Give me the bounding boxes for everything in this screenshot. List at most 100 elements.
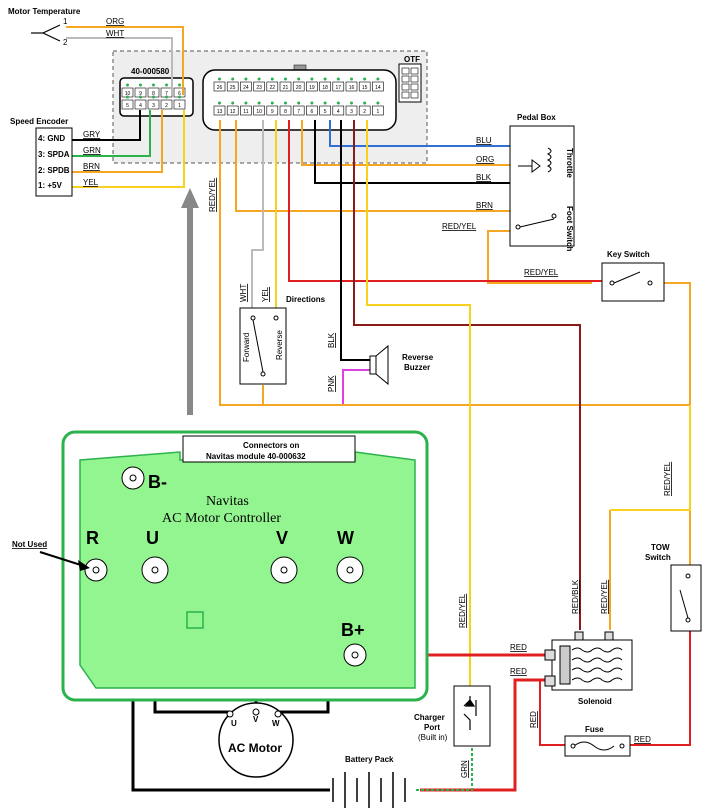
not-used-arrow-icon — [39, 551, 90, 571]
large-top-pin-dot — [270, 77, 274, 81]
large-top-pin — [266, 81, 279, 92]
wire-pedal-blu — [329, 120, 510, 147]
key-switch-icon — [609, 271, 653, 286]
foot-switch-label: Foot Switch — [565, 206, 574, 251]
large-top-pin-dot — [363, 77, 367, 81]
wire-redyel-left — [219, 120, 690, 406]
large-top-pin-dot — [218, 77, 221, 81]
small-bottom-pin — [160, 99, 173, 110]
large-bottom-pin — [358, 105, 371, 116]
fuse-end-left — [570, 743, 576, 749]
large-bottom-pin-label: 12 — [230, 109, 236, 115]
terminal-r-label: R — [86, 528, 99, 548]
large-top-pin-dot — [231, 77, 235, 81]
fuse-label: Fuse — [585, 725, 604, 734]
large-bottom-pin-label: 4 — [337, 109, 340, 115]
thermistor-icon — [31, 24, 61, 42]
small-top-pin-label: 7 — [165, 91, 168, 97]
large-bottom-pin — [292, 105, 305, 116]
wire-temp-org — [66, 26, 184, 95]
large-bottom-pin-dot — [218, 101, 221, 105]
small-bottom-pin — [173, 99, 186, 110]
direction-switch-icon — [250, 315, 279, 377]
large-bottom-pin — [332, 105, 345, 116]
wire-pedal-blk — [314, 120, 510, 184]
fuse-icon — [564, 735, 631, 757]
pedal-wire-org: ORG — [476, 155, 494, 164]
enc-pin-1: 1: +5V — [38, 181, 62, 190]
enc-wire-brn: BRN — [83, 162, 100, 171]
forward-label: Forward — [242, 333, 251, 362]
large-top-pin-label: 24 — [243, 85, 249, 91]
wire-redblk — [353, 120, 581, 630]
large-top-pin-label: 26 — [217, 85, 223, 91]
terminal-bplus — [343, 643, 367, 667]
large-top-pin-dot — [310, 77, 314, 81]
tow-switch-icon — [679, 573, 691, 623]
large-top-pin-label: 20 — [296, 85, 302, 91]
large-bottom-pin-label: 3 — [350, 109, 353, 115]
reverse-buzzer-label-2: Buzzer — [404, 363, 430, 372]
red-fuse-h-label: RED — [634, 735, 651, 744]
large-top-pin-label: 16 — [349, 85, 355, 91]
connectors-on-box — [182, 435, 356, 463]
large-bottom-pin-dot — [323, 101, 327, 105]
directions-box — [239, 307, 287, 385]
large-bottom-pin-dot — [244, 101, 248, 105]
large-bottom-pin-dot — [257, 101, 261, 105]
large-top-pin-label: 23 — [256, 85, 262, 91]
terminal-u — [141, 556, 169, 584]
redyel-left-label: RED/YEL — [208, 177, 217, 212]
small-top-pin-label: 8 — [152, 91, 155, 97]
large-top-pin-dot — [244, 77, 248, 81]
battery-pack-label: Battery Pack — [345, 755, 394, 764]
otf-label: OTF — [404, 55, 420, 64]
connector-small-label: 40-000580 — [131, 67, 170, 76]
pedal-box — [509, 125, 575, 247]
large-top-pin — [345, 81, 358, 92]
large-bottom-pin-label: 9 — [271, 109, 274, 115]
solenoid-top-stud-1 — [574, 631, 584, 641]
speed-encoder-label: Speed Encoder — [10, 117, 68, 126]
connectors-on-label-1: Connectors on — [243, 441, 300, 450]
large-bottom-pin — [279, 105, 292, 116]
solenoid-label: Solenoid — [578, 697, 612, 706]
charger-port-label-1: Charger — [414, 713, 445, 722]
navitas-label: Navitas — [206, 494, 249, 509]
large-bottom-pin-dot — [297, 101, 301, 105]
solenoid-left-stud-2 — [544, 675, 556, 687]
reverse-buzzer-label-1: Reverse — [402, 353, 434, 362]
fuse-element — [573, 741, 615, 751]
large-top-pin-label: 15 — [362, 85, 368, 91]
large-bottom-pin — [213, 105, 226, 116]
small-top-pin-dot — [152, 83, 155, 87]
motor-u-terminal — [226, 710, 234, 718]
large-top-pin-label: 22 — [270, 85, 276, 91]
large-top-pin-label: 18 — [322, 85, 328, 91]
large-top-pin-dot — [350, 77, 353, 81]
controller-body — [79, 451, 416, 689]
large-top-pin-dot — [297, 77, 301, 81]
large-bottom-pin — [240, 105, 252, 116]
wire-red-fuse — [539, 679, 565, 746]
large-bottom-pin-dot — [350, 101, 353, 105]
small-bottom-pin-label: 4 — [139, 103, 142, 109]
charger-port-box — [453, 685, 491, 747]
buz-wire-blk: BLK — [327, 332, 336, 348]
wire-red-fuse-tow — [630, 630, 691, 746]
temp-pin-2: 2 — [63, 38, 68, 47]
motor-v-terminal — [252, 708, 260, 716]
terminal-bminus — [121, 466, 145, 490]
large-top-pin — [226, 81, 239, 92]
ac-motor-controller-label: AC Motor Controller — [162, 511, 281, 526]
large-bottom-pin-label: 11 — [243, 109, 248, 115]
large-bottom-pin — [266, 105, 279, 116]
large-bottom-pin-dot — [336, 101, 340, 105]
large-top-pin-label: 17 — [336, 85, 342, 91]
speaker-icon — [369, 344, 389, 386]
large-bottom-pin-dot — [270, 101, 274, 105]
large-bottom-pin-label: 8 — [284, 109, 287, 115]
large-top-pin-dot — [336, 77, 340, 81]
motor-u-label: U — [231, 719, 237, 728]
